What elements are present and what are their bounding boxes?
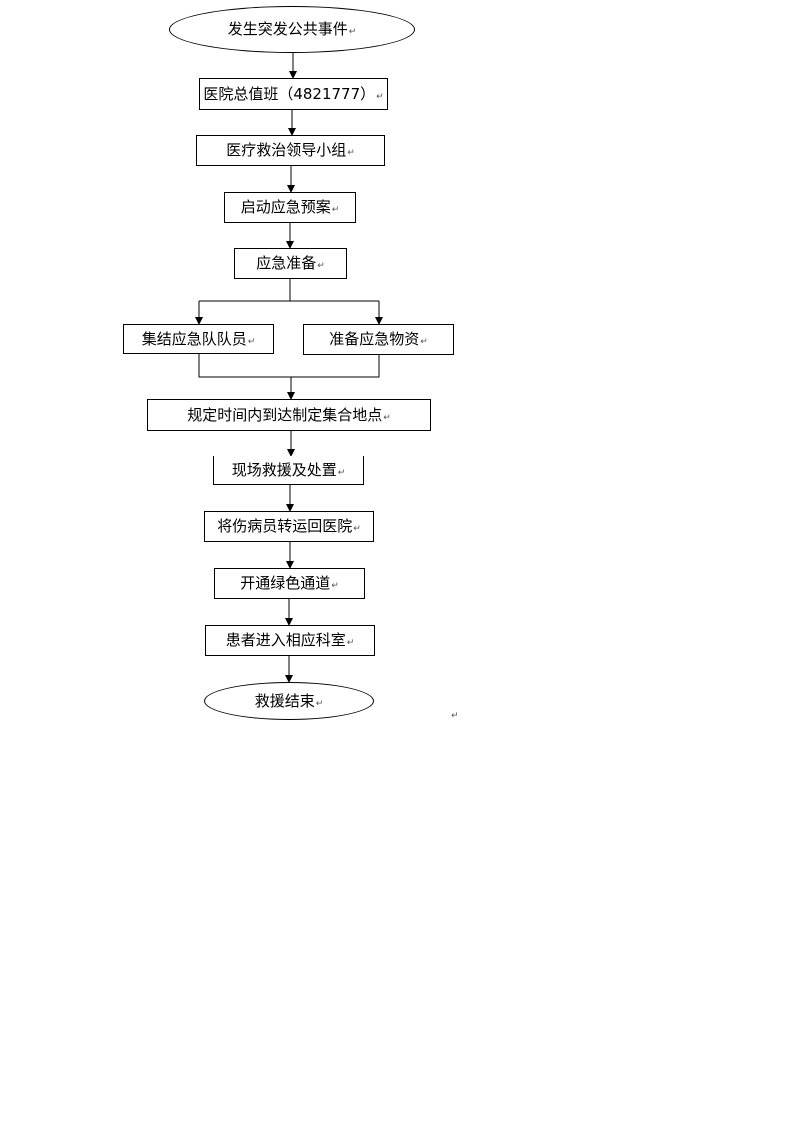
node-dept-label: 患者进入相应科室 [225,631,346,649]
node-rescue-label: 现场救援及处置 [231,460,337,479]
return-mark: ↵ [247,336,256,347]
return-mark: ↵ [383,412,391,423]
return-mark: ↵ [315,698,324,709]
node-supplies-label: 准备应急物资 [329,330,420,348]
node-rescue: 现场救援及处置↵ [213,456,364,485]
node-assemble-label: 集结应急队队员 [141,329,247,348]
split-line [199,279,379,302]
node-transfer: 将伤病员转运回医院↵ [204,511,374,542]
node-arrive-label: 规定时间内到达制定集合地点 [187,405,383,424]
merge-line [198,354,380,378]
node-arrive: 规定时间内到达制定集合地点↵ [147,399,431,431]
node-start: 发生突发公共事件↵ [169,6,415,53]
return-mark: ↵ [347,148,355,158]
node-dept: 患者进入相应科室↵ [205,625,375,656]
node-start-label: 发生突发公共事件 [227,20,348,38]
return-mark: ↵ [331,205,340,215]
node-plan: 启动应急预案↵ [224,192,356,223]
return-mark: ↵ [348,27,357,37]
node-leadership-label: 医疗救治领导小组 [226,141,347,159]
paragraph-return-mark: ↵ [451,711,459,721]
return-mark: ↵ [420,337,428,347]
node-plan-label: 启动应急预案 [240,198,331,216]
node-end-label: 救援结束 [254,691,315,710]
return-mark: ↵ [353,524,361,534]
return-mark: ↵ [346,638,355,648]
return-mark: ↵ [376,91,384,102]
node-green: 开通绿色通道↵ [214,568,365,599]
node-duty-label: 医院总值班（4821777） [203,84,376,103]
node-leadership: 医疗救治领导小组↵ [196,135,385,166]
return-mark: ↵ [337,467,346,478]
node-supplies: 准备应急物资↵ [303,324,454,355]
node-assemble: 集结应急队队员↵ [123,324,274,354]
node-green-label: 开通绿色通道 [240,574,331,592]
node-end: 救援结束↵ [204,682,374,720]
return-mark: ↵ [331,581,339,591]
node-transfer-label: 将伤病员转运回医院 [217,517,353,535]
node-prep: 应急准备↵ [234,248,347,279]
return-mark: ↵ [317,261,325,271]
node-prep-label: 应急准备 [256,254,317,272]
node-duty: 医院总值班（4821777）↵ [199,78,388,110]
